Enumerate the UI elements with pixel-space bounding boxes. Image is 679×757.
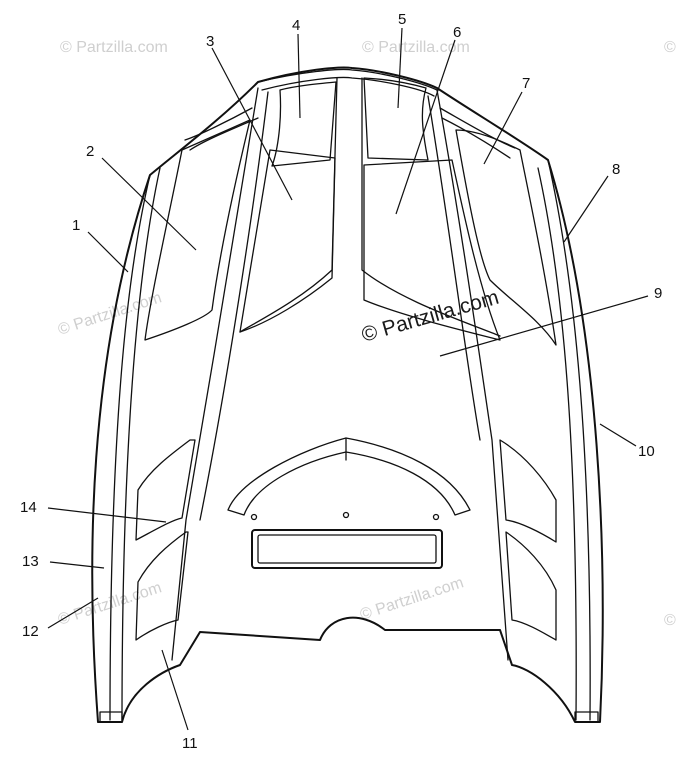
- decal-top-right-panel: [363, 77, 429, 161]
- decal-top-left-panel: [271, 81, 337, 167]
- watermark-top-middle: © Partzilla.com: [362, 39, 470, 56]
- license-plate-panel: [251, 529, 443, 569]
- callout-4: 4: [292, 17, 300, 34]
- leader-13: [49, 561, 105, 569]
- mount-hole-center: [342, 511, 350, 519]
- hood-body: [91, 66, 604, 723]
- leader-6: [395, 39, 456, 215]
- leader-4: [297, 33, 301, 119]
- foot-right: [574, 711, 599, 723]
- leader-lines: [47, 27, 649, 731]
- watermark-top-right: © Partzilla.com: [664, 39, 679, 56]
- mount-hole-right: [432, 513, 440, 521]
- vent-right-lower: [505, 531, 557, 641]
- watermark-mid-left: © Partzilla.com: [56, 289, 164, 338]
- callout-11: 11: [182, 735, 198, 752]
- upper-decals: [144, 77, 557, 346]
- decal-left-center: [239, 149, 336, 333]
- mount-hole-left: [250, 513, 258, 521]
- leader-14: [47, 507, 167, 523]
- hood-outer-outline: [91, 66, 604, 723]
- watermark-top-left: © Partzilla.com: [60, 39, 168, 56]
- leader-12: [47, 597, 99, 629]
- callout-5: 5: [398, 11, 406, 28]
- dash-area: [227, 437, 471, 569]
- leader-10: [599, 423, 637, 447]
- lower-vents: [135, 439, 557, 641]
- leader-11: [161, 649, 189, 731]
- callout-12: 12: [22, 623, 39, 640]
- decal-right-center: [363, 159, 501, 341]
- watermark-bottom-middle: © Partzilla.com: [358, 574, 466, 623]
- callout-14: 14: [20, 499, 37, 516]
- callout-3: 3: [206, 33, 214, 50]
- callout-labels: 1 2 3 4 5 6 7 8 9 10 11 12 13 14: [20, 11, 662, 752]
- watermark-bottom-right: © Partzilla.com: [664, 612, 679, 629]
- watermark-bottom-left: © Partzilla.com: [56, 579, 164, 628]
- vent-left-lower: [135, 531, 189, 641]
- callout-6: 6: [453, 24, 461, 41]
- dash-opening: [227, 437, 471, 516]
- callout-1: 1: [72, 217, 80, 234]
- callout-8: 8: [612, 161, 620, 178]
- vent-left-upper: [135, 439, 196, 541]
- watermark-center: © Partzilla.com: [359, 286, 501, 347]
- leader-5: [397, 27, 403, 109]
- callout-7: 7: [522, 75, 530, 92]
- leader-3: [211, 47, 293, 201]
- callout-9: 9: [654, 285, 662, 302]
- callout-10: 10: [638, 443, 655, 460]
- callout-13: 13: [22, 553, 39, 570]
- leader-8: [563, 175, 609, 243]
- decal-left-side: [144, 119, 251, 341]
- vent-right-upper: [499, 439, 557, 543]
- foot-left: [99, 711, 123, 723]
- decal-right-side: [455, 129, 557, 346]
- leader-7: [483, 91, 523, 165]
- leader-1: [87, 231, 129, 273]
- callout-2: 2: [86, 143, 94, 160]
- leader-9: [439, 295, 649, 357]
- leader-2: [101, 157, 197, 251]
